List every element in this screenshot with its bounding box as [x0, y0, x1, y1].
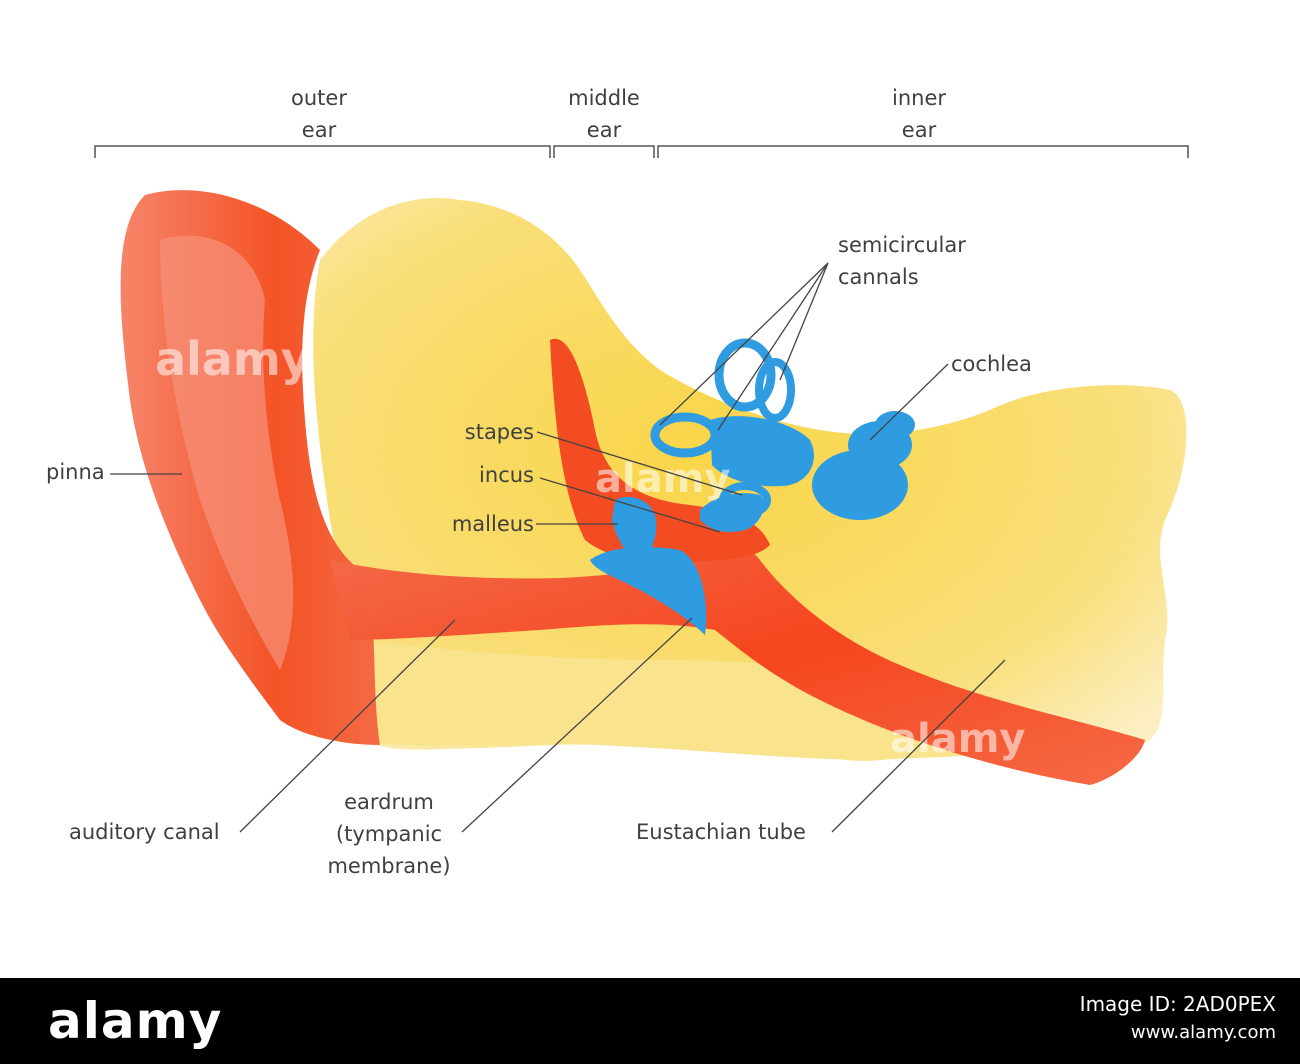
label-semicircular-line1: semicircular: [838, 233, 966, 257]
label-inner-ear-line1: inner: [891, 86, 946, 110]
vestibule: [710, 416, 814, 487]
leader-eardrum: [461, 617, 693, 833]
label-cochlea: cochlea: [951, 352, 1032, 376]
watermark-main: alamy: [155, 332, 311, 386]
inner-ear-bracket: [657, 145, 1189, 158]
cochlea-coil-3: [875, 411, 915, 439]
label-middle-ear-line2: ear: [586, 118, 622, 142]
malleus-bone: [612, 496, 657, 565]
label-incus: incus: [479, 463, 534, 487]
auditory-canal-channel: [330, 546, 1145, 785]
leader-incus: [539, 477, 721, 533]
section-brackets: [94, 145, 1189, 158]
label-eardrum-line3: membrane): [327, 854, 451, 878]
middle-ear-bracket: [553, 145, 655, 158]
footer-logo: alamy: [48, 992, 223, 1050]
footer-bar: alamy Image ID: 2AD0PEX www.alamy.com: [0, 978, 1300, 1064]
leader-auditory-canal: [239, 619, 456, 833]
label-eardrum-line2: (tympanic: [335, 822, 443, 846]
pinna-inner-fold: [160, 235, 294, 670]
label-eustachian-tube: Eustachian tube: [636, 820, 806, 844]
footer-url[interactable]: www.alamy.com: [1130, 1022, 1276, 1043]
leader-lines: [110, 262, 1006, 833]
label-outer-ear: outer ear: [278, 82, 360, 146]
leader-cochlea: [869, 363, 949, 441]
watermark-right: alamy: [890, 716, 1025, 762]
leader-semicircular-2: [717, 262, 829, 431]
lower-bone-slab: [360, 640, 1040, 760]
leader-semicircular-3: [779, 262, 829, 381]
eardrum-membrane: [590, 547, 707, 635]
stapes-bone: [719, 482, 771, 518]
outer-ear-bracket: [94, 145, 551, 158]
label-inner-ear-line2: ear: [901, 118, 937, 142]
label-stapes: stapes: [464, 420, 534, 444]
label-semicircular-line2: cannals: [838, 265, 919, 289]
watermark-mid: alamy: [595, 456, 730, 502]
leader-stapes: [536, 431, 743, 496]
label-outer-ear-line1: outer: [291, 86, 347, 110]
label-outer-ear-line2: ear: [301, 118, 337, 142]
label-pinna: pinna: [46, 460, 105, 484]
semicircular-canal-c: [755, 358, 795, 422]
label-auditory-canal: auditory canal: [69, 820, 220, 844]
label-eardrum: eardrum (tympanic membrane): [308, 786, 470, 882]
leader-semicircular-1: [659, 262, 829, 426]
label-inner-ear: inner ear: [878, 82, 960, 146]
middle-ear-cavity: [550, 338, 770, 563]
label-middle-ear-line1: middle: [568, 86, 640, 110]
label-malleus: malleus: [451, 512, 534, 536]
label-eardrum-line1: eardrum: [344, 790, 434, 814]
footer-image-id: Image ID: 2AD0PEX: [1079, 992, 1276, 1016]
leader-eustachian: [831, 659, 1006, 833]
label-semicircular-cannals: semicircular cannals: [838, 229, 966, 293]
label-middle-ear: middle ear: [558, 82, 650, 146]
